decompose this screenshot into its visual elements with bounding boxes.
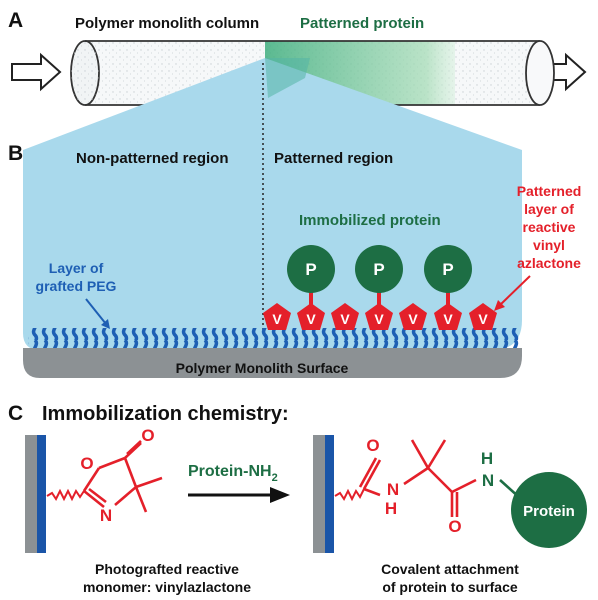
- azlactone-symbol: V: [306, 311, 316, 327]
- azlactone-unit: V: [263, 303, 291, 330]
- right-caption-line: of protein to surface: [382, 579, 518, 595]
- azlactone-label-line: layer of: [524, 201, 574, 217]
- surface-wall-blue: [325, 435, 334, 553]
- protein: P: [355, 245, 403, 293]
- azlactone-unit: V: [297, 303, 325, 330]
- peg-label: Layer of grafted PEG: [36, 260, 117, 294]
- reagent-label: Protein-NH2: [188, 463, 278, 484]
- surface-wall-gray: [313, 435, 325, 553]
- peg-pointer: [85, 298, 107, 325]
- atom-o: O: [448, 517, 461, 536]
- protein-bead: [511, 472, 587, 548]
- atom-h: H: [481, 449, 493, 468]
- azlactone-unit: V: [331, 303, 359, 330]
- peg-layer: [28, 328, 520, 348]
- non-patterned-label: Non-patterned region: [76, 150, 229, 167]
- panel-b-letter: B: [8, 142, 23, 165]
- vinylazlactone-structure: [46, 440, 163, 513]
- protein-symbol: P: [373, 260, 384, 279]
- azlactone-symbol: V: [340, 311, 350, 327]
- azlactone-label-line: reactive: [523, 219, 576, 235]
- peg-label-line: Layer of: [49, 260, 104, 276]
- azlactone-pointer: [499, 275, 531, 306]
- inlet-arrow-icon: [11, 52, 62, 92]
- atom-o: O: [80, 454, 93, 473]
- column-label: Polymer monolith column: [75, 15, 259, 32]
- surface-wall-blue: [37, 435, 46, 553]
- left-caption-line: Photografted reactive: [95, 561, 239, 577]
- atom-o: O: [366, 436, 379, 455]
- monolith-surface: [23, 348, 522, 378]
- protein: P: [287, 245, 335, 293]
- azlactone-label-line: vinyl: [533, 237, 565, 253]
- panel-c-letter: C: [8, 402, 23, 425]
- atom-h: H: [385, 499, 397, 518]
- azlactone-unit: V: [365, 303, 393, 330]
- monolith-column: [70, 40, 555, 106]
- azlactone-symbol: V: [272, 311, 282, 327]
- atom-n: N: [100, 506, 112, 525]
- azlactone-unit: V: [434, 303, 462, 330]
- peg-label-line: grafted PEG: [36, 278, 117, 294]
- azlactone-label: Patterned layer of reactive vinyl azlact…: [517, 183, 582, 271]
- azlactone-unit: V: [399, 303, 427, 330]
- azlactone-pointer-arrowhead-icon: [494, 300, 505, 311]
- atom-o: O: [141, 426, 154, 445]
- patterned-protein-label: Patterned protein: [300, 15, 424, 32]
- panel-a-letter: A: [8, 9, 23, 32]
- reagent-text: Protein-NH: [188, 463, 272, 480]
- azlactone-symbol: V: [374, 311, 384, 327]
- atom-n: N: [482, 471, 494, 490]
- conjugate-structure: [334, 439, 477, 517]
- peg-pointer-arrowhead-icon: [101, 319, 110, 329]
- left-caption-line: monomer: vinylazlactone: [83, 579, 251, 595]
- reaction-arrow-head-icon: [270, 487, 290, 503]
- azlactone-symbol: V: [408, 311, 418, 327]
- protein-bead-label: Protein: [523, 503, 575, 520]
- right-caption-line: Covalent attachment: [381, 561, 519, 577]
- surface-wall-gray: [25, 435, 37, 553]
- protein-symbol: P: [305, 260, 316, 279]
- atom-n: N: [387, 480, 399, 499]
- azlactone-symbol: V: [478, 311, 488, 327]
- azlactone-symbol: V: [443, 311, 453, 327]
- azlactone-label-line: Patterned: [517, 183, 582, 199]
- surface-label: Polymer Monolith Surface: [176, 360, 349, 376]
- azlactone-label-line: azlactone: [517, 255, 581, 271]
- immobilized-protein-label: Immobilized protein: [299, 212, 441, 229]
- azlactone-unit: V: [469, 303, 497, 330]
- protein: P: [424, 245, 472, 293]
- chemistry-title: Immobilization chemistry:: [42, 403, 289, 425]
- protein-symbol: P: [442, 260, 453, 279]
- patterned-region-label: Patterned region: [274, 150, 393, 167]
- reagent-subscript: 2: [272, 472, 278, 484]
